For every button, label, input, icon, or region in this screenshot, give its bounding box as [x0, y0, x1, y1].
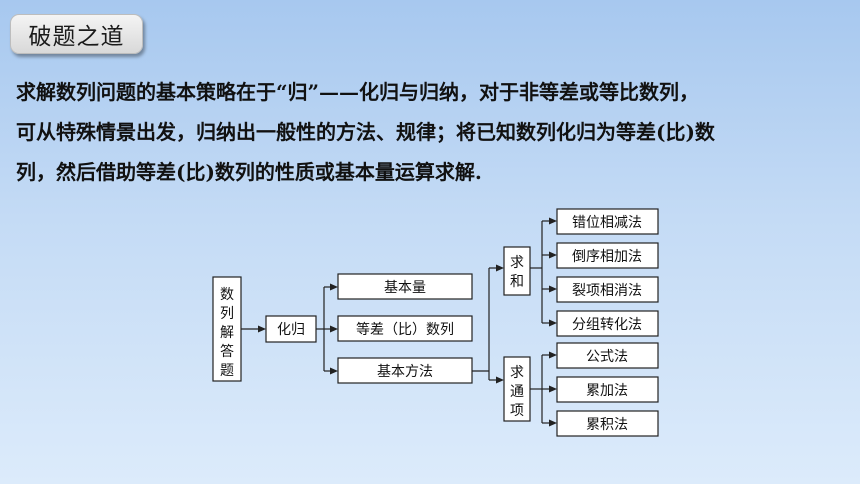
root-char-5: 题 — [220, 363, 234, 379]
svg-text:错位相减法: 错位相减法 — [572, 215, 642, 231]
node-ji-ben-fang-fa: 基本方法 — [337, 357, 473, 384]
svg-text:求: 求 — [510, 365, 524, 381]
svg-text:求: 求 — [510, 255, 524, 271]
node-sum-method-2: 倒序相加法 — [556, 242, 659, 269]
svg-text:分组转化法: 分组转化法 — [572, 317, 642, 333]
paragraph-line-3: 列，然后借助等差(比)数列的性质或基本量运算求解. — [16, 160, 482, 184]
node-ji-ben-liang: 基本量 — [337, 273, 473, 300]
node-term-method-1: 公式法 — [556, 342, 659, 369]
svg-text:和: 和 — [510, 274, 524, 290]
svg-text:基本方法: 基本方法 — [377, 363, 433, 380]
root-char-4: 答 — [220, 343, 234, 360]
node-sum-method-1: 错位相减法 — [556, 208, 659, 235]
svg-text:裂项相消法: 裂项相消法 — [572, 283, 642, 299]
svg-text:累积法: 累积法 — [586, 417, 628, 433]
root-char-3: 解 — [220, 325, 234, 341]
svg-text:公式法: 公式法 — [586, 349, 628, 365]
svg-text:等差（比）数列: 等差（比）数列 — [356, 321, 454, 338]
svg-text:倒序相加法: 倒序相加法 — [572, 249, 642, 265]
node-qiu-he: 求 和 — [503, 246, 531, 296]
section-badge: 破题之道 — [10, 14, 143, 54]
paragraph-line-1: 求解数列问题的基本策略在于“归”——化归与归纳，对于非等差或等比数列， — [16, 80, 700, 104]
svg-text:项: 项 — [510, 403, 524, 419]
svg-text:化归: 化归 — [277, 321, 305, 338]
svg-text:累加法: 累加法 — [586, 383, 628, 399]
node-deng-cha-bi: 等差（比）数列 — [337, 315, 473, 342]
node-qiu-tong-xiang: 求 通 项 — [503, 356, 531, 422]
paragraph-line-2: 可从特殊情景出发，归纳出一般性的方法、规律；将已知数列化归为等差(比)数 — [16, 120, 715, 144]
intro-paragraph: 求解数列问题的基本策略在于“归”——化归与归纳，对于非等差或等比数列， 可从特殊… — [16, 72, 846, 192]
node-term-method-2: 累加法 — [556, 376, 659, 403]
node-sum-method-4: 分组转化法 — [556, 310, 659, 337]
root-char-2: 列 — [220, 306, 234, 322]
node-hua-gui: 化归 — [265, 315, 317, 343]
svg-text:基本量: 基本量 — [384, 279, 426, 296]
node-sum-method-3: 裂项相消法 — [556, 276, 659, 303]
node-term-method-3: 累积法 — [556, 410, 659, 437]
node-root: 数 列 解 答 题 — [212, 276, 242, 382]
root-char-1: 数 — [220, 287, 234, 303]
svg-text:通: 通 — [510, 384, 524, 400]
